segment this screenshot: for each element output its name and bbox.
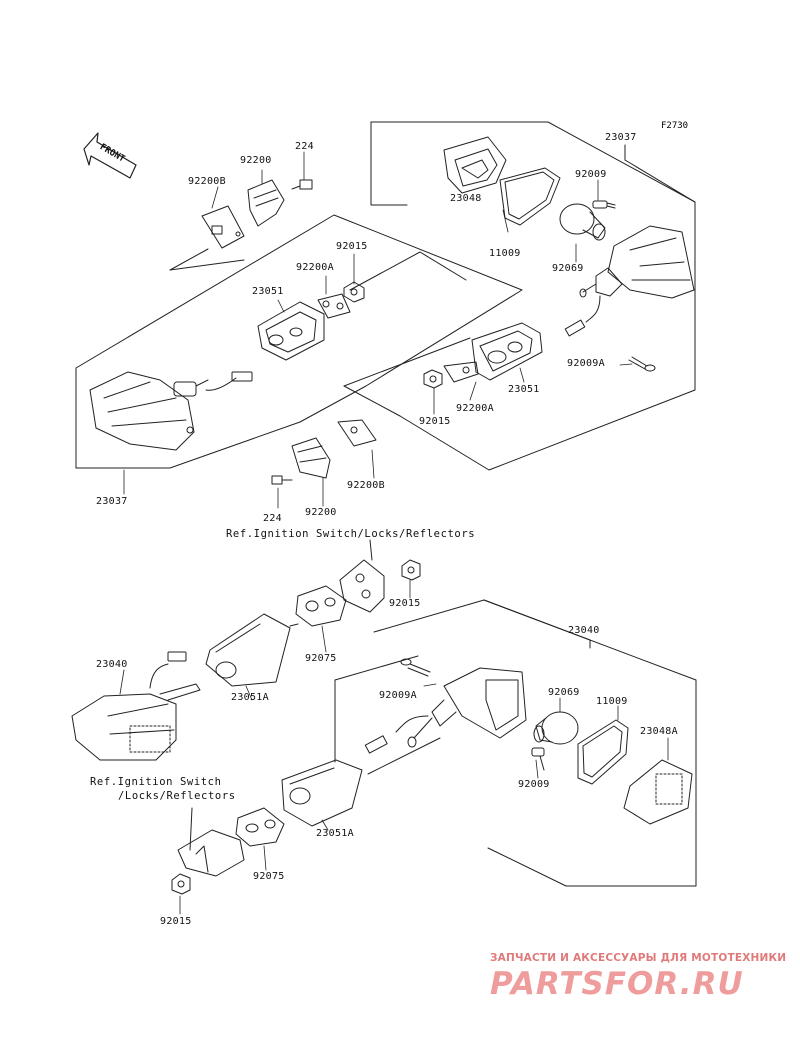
part-label-92200B-bottom: 92200B	[347, 480, 385, 491]
part-label-23037-left: 23037	[96, 496, 128, 507]
nut-92015-right	[423, 369, 443, 389]
part-label-92075-left: 92075	[305, 653, 337, 664]
bulb-92069-lower	[533, 711, 579, 745]
part-label-23048A: 23048A	[640, 726, 678, 737]
part-label-92009A-lower: 92009A	[379, 690, 417, 701]
gasket-92075-left	[295, 585, 347, 627]
bracket-92200A-left	[317, 293, 351, 319]
bracket-lower-top	[339, 539, 385, 613]
part-label-92075-right: 92075	[253, 871, 285, 882]
bolt-224-top	[291, 179, 313, 190]
screw-92009A-lower	[400, 658, 431, 677]
part-label-92009: 92009	[575, 169, 607, 180]
screw-92009	[592, 200, 616, 209]
turn-signal-23037-left	[89, 371, 253, 451]
screw-92009A	[628, 356, 656, 372]
part-label-23051A-right: 23051A	[316, 828, 354, 839]
bulb-92069	[559, 203, 606, 241]
part-label-224-bottom: 224	[263, 513, 282, 524]
lens-23048A	[623, 759, 693, 825]
part-label-23048: 23048	[450, 193, 482, 204]
upper-right-frame	[370, 121, 696, 471]
part-label-224: 224	[295, 141, 314, 152]
part-label-92015-bottom: 92015	[160, 916, 192, 927]
bolt-224-bottom	[271, 475, 293, 485]
turn-signal-23037-right	[564, 225, 695, 337]
gasket-23051-left	[257, 301, 325, 361]
part-label-23051-left: 23051	[252, 286, 284, 297]
upper-left-frame	[75, 214, 523, 469]
reference-note-top: Ref.Ignition Switch/Locks/Reflectors	[226, 528, 476, 540]
part-label-92200-bottom: 92200	[305, 507, 337, 518]
part-label-92009-lower: 92009	[518, 779, 550, 790]
part-label-92200B: 92200B	[188, 176, 226, 187]
housing-23051A-right	[281, 759, 363, 827]
part-label-92015: 92015	[336, 241, 368, 252]
part-label-92015-middle: 92015	[389, 598, 421, 609]
turn-signal-23040-left	[71, 651, 201, 761]
plate-92200B-top	[201, 205, 245, 249]
bracket-92200A-right	[443, 361, 479, 383]
nut-92015-middle	[401, 559, 421, 581]
gasket-11009	[499, 167, 561, 226]
part-label-23037: 23037	[605, 132, 637, 143]
part-label-92200A-right: 92200A	[456, 403, 494, 414]
part-label-23051A-left: 23051A	[231, 692, 269, 703]
part-label-92069: 92069	[552, 263, 584, 274]
turn-signal-23040-right	[364, 667, 527, 754]
gasket-11009-lower	[577, 719, 629, 785]
reference-note-left-line2: /Locks/Reflectors	[118, 790, 236, 802]
bracket-lower-bottom	[177, 829, 245, 877]
nut-92015-bottom	[171, 873, 191, 895]
part-label-23040-left: 23040	[96, 659, 128, 670]
watermark-logo[interactable]: PARTSFOR.RU	[490, 966, 744, 1002]
bracket-92200-bottom	[291, 437, 331, 479]
lower-left-leaders	[189, 807, 193, 851]
housing-23051A-left	[205, 613, 299, 687]
front-arrow-label: FRONT	[98, 142, 127, 164]
screw-92009-lower	[531, 747, 545, 771]
part-label-92200A-left: 92200A	[296, 262, 334, 273]
plate-92200B-bottom	[337, 419, 377, 447]
figure-id: F2730	[661, 121, 689, 131]
part-label-11009-lower: 11009	[596, 696, 628, 707]
leader-lines	[119, 151, 669, 915]
part-label-23051-right: 23051	[508, 384, 540, 395]
part-label-23040-right: 23040	[568, 625, 600, 636]
front-arrow-icon: FRONT	[83, 132, 137, 179]
part-label-11009: 11009	[489, 248, 521, 259]
bracket-92200-top	[247, 179, 285, 227]
part-label-92015: 92015	[419, 416, 451, 427]
part-label-92069-lower: 92069	[548, 687, 580, 698]
lower-right-frame	[334, 599, 697, 887]
reference-note-left-line1: Ref.Ignition Switch	[90, 776, 222, 788]
gasket-23051-right	[471, 322, 543, 381]
part-label-92200: 92200	[240, 155, 272, 166]
watermark-tagline: ЗАПЧАСТИ И АКСЕССУАРЫ ДЛЯ МОТОТЕХНИКИ	[490, 952, 787, 964]
upper-right-inner-lines	[343, 337, 471, 417]
gasket-92075-right	[235, 807, 285, 847]
nut-92015-top	[343, 281, 365, 303]
lens-23048	[443, 136, 507, 194]
part-label-92009A: 92009A	[567, 358, 605, 369]
